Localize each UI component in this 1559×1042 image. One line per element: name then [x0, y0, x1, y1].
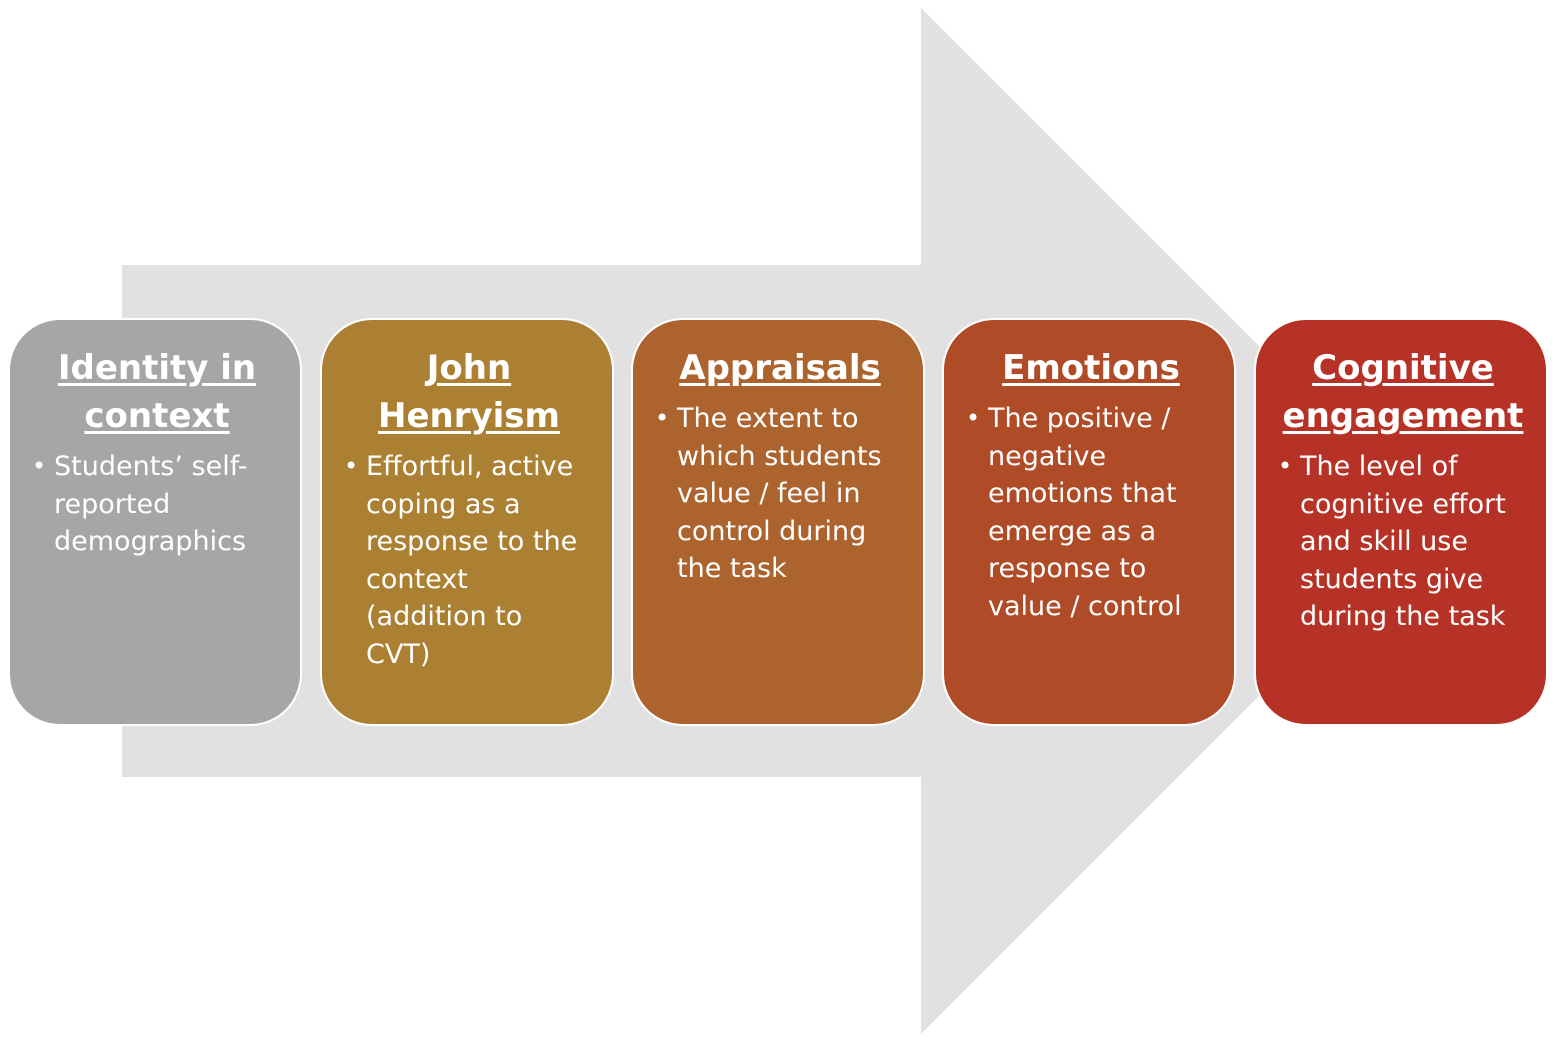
stage-title: Appraisals — [679, 348, 881, 388]
stage-box-john-henryism: John Henryism • Effortful, active coping… — [320, 318, 614, 726]
stage-description: The positive / negative emotions that em… — [988, 403, 1182, 622]
stage-bullet: • The positive / negative emotions that … — [966, 400, 1216, 625]
stage-description: The extent to which students value / fee… — [677, 403, 882, 584]
stage-bullet: • Students’ self-reported demographics — [32, 448, 282, 561]
stage-box-identity-in-context: Identity in context • Students’ self-rep… — [8, 318, 302, 726]
stage-description: Effortful, active coping as a response t… — [366, 451, 578, 670]
bullet-icon: • — [1278, 452, 1293, 480]
bullet-icon: • — [655, 404, 670, 432]
stage-title: John Henryism — [378, 348, 560, 436]
stage-box-cognitive-engagement: Cognitive engagement • The level of cogn… — [1254, 318, 1548, 726]
stage-box-emotions: Emotions • The positive / negative emoti… — [942, 318, 1236, 726]
stage-description: Students’ self-reported demographics — [54, 451, 248, 557]
stage-title: Emotions — [1002, 348, 1180, 388]
stage-bullet: • Effortful, active coping as a response… — [344, 448, 594, 673]
stage-bullet: • The extent to which students value / f… — [655, 400, 905, 588]
stage-title: Cognitive engagement — [1282, 348, 1524, 436]
stage-description: The level of cognitive effort and skill … — [1300, 451, 1506, 632]
bullet-icon: • — [966, 404, 981, 432]
stage-box-appraisals: Appraisals • The extent to which student… — [631, 318, 925, 726]
bullet-icon: • — [344, 452, 359, 480]
bullet-icon: • — [32, 452, 47, 480]
stage-bullet: • The level of cognitive effort and skil… — [1278, 448, 1528, 636]
stage-title: Identity in context — [57, 348, 257, 436]
